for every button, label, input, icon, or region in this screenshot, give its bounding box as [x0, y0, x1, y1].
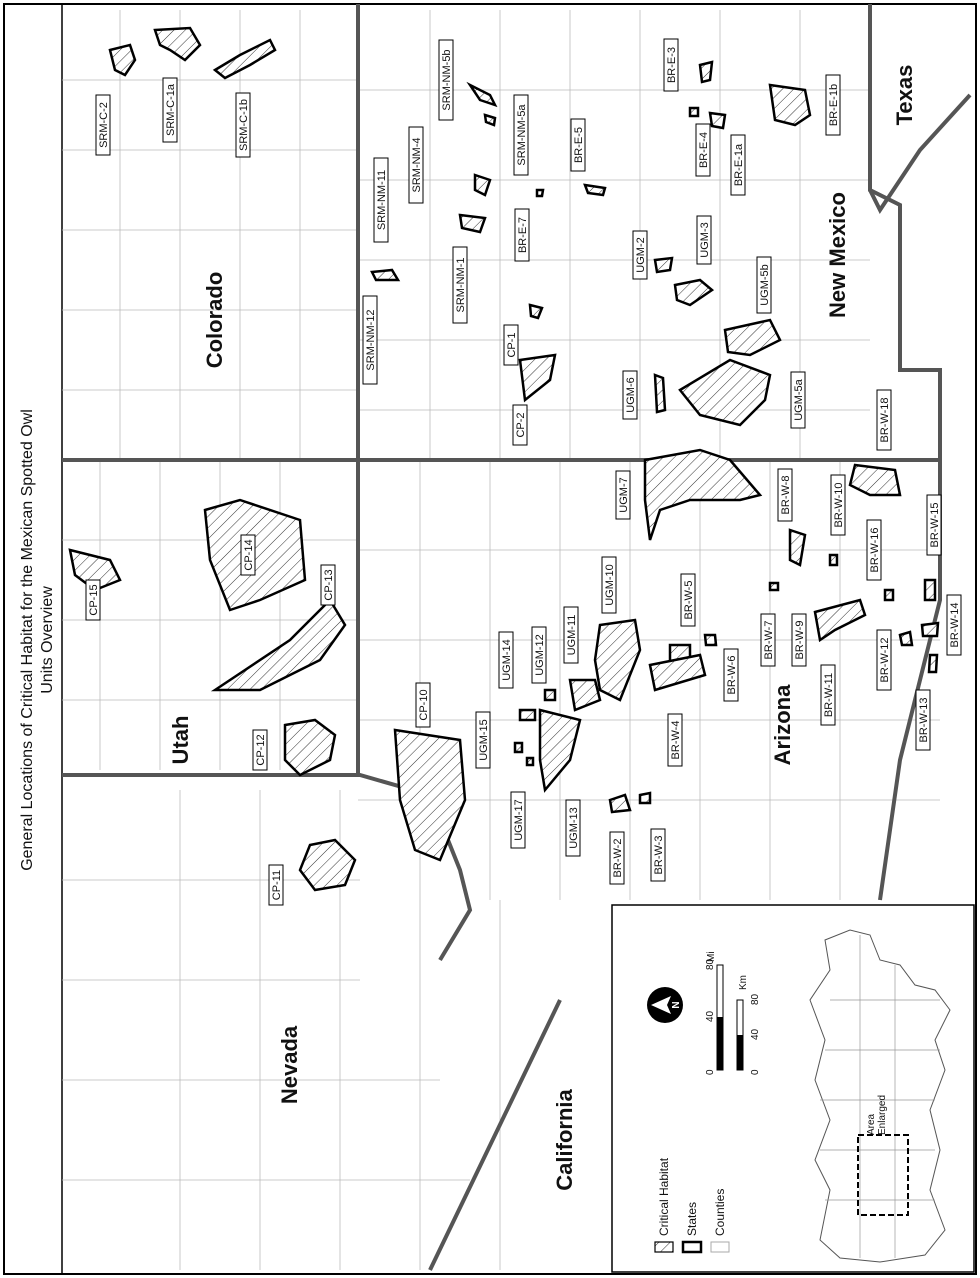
unit-label: BR-W-16: [869, 527, 881, 572]
unit-label: BR-W-6: [726, 656, 738, 695]
north-arrow-icon: N: [647, 987, 683, 1023]
county-lines: [62, 10, 940, 1270]
state-label-nevada: Nevada: [277, 1025, 302, 1104]
unit-label: SRM-C-2: [98, 102, 110, 148]
area-enlarged-box: [857, 1134, 909, 1216]
state-label-california: California: [552, 1089, 577, 1191]
svg-text:Area: Area: [866, 1113, 877, 1135]
unit-label: BR-W-15: [929, 502, 941, 547]
legend-critical-habitat-swatch: [654, 1241, 674, 1253]
state-label-arizona: Arizona: [770, 684, 795, 765]
unit-label: CP-10: [418, 689, 430, 720]
scale-bar-mi: Mi 0 40 80: [705, 951, 724, 1075]
unit-label: BR-E-7: [517, 217, 529, 253]
unit-label: SRM-C-1a: [165, 83, 177, 136]
unit-label: BR-W-18: [879, 397, 891, 442]
svg-text:0: 0: [750, 1069, 761, 1075]
svg-text:40: 40: [705, 1010, 716, 1022]
unit-label: UGM-2: [635, 237, 647, 272]
unit-label: SRM-NM-5a: [516, 104, 528, 166]
unit-label: UGM-7: [618, 477, 630, 512]
unit-label: SRM-NM-4: [411, 138, 423, 193]
unit-label: CP-12: [255, 734, 267, 765]
unit-labels: SRM-C-2 SRM-C-1a SRM-C-1b SRM-NM-5b SRM-…: [85, 38, 962, 906]
scale-bar-km: Km 0 40 80: [736, 975, 761, 1075]
unit-label: BR-W-11: [823, 673, 835, 717]
state-label-new-mexico: New Mexico: [825, 192, 850, 318]
unit-label: UGM-11: [566, 615, 578, 656]
page-title: General Locations of Critical Habitat fo…: [19, 409, 36, 871]
unit-label: UGM-12: [534, 634, 546, 676]
svg-text:Enlarged: Enlarged: [877, 1095, 888, 1135]
svg-text:Mi: Mi: [706, 951, 717, 962]
unit-label: SRM-C-1b: [238, 99, 250, 151]
svg-text:80: 80: [750, 993, 761, 1005]
legend-counties-swatch: [710, 1241, 730, 1253]
unit-label: SRM-NM-12: [365, 309, 377, 370]
unit-label: CP-1: [506, 332, 518, 357]
title-block: General Locations of Critical Habitat fo…: [19, 409, 56, 871]
unit-label: BR-W-12: [879, 637, 891, 682]
page-subtitle: Units Overview: [39, 586, 56, 694]
unit-label: SRM-NM-11: [376, 170, 388, 230]
unit-label: BR-E-3: [666, 47, 678, 83]
unit-label: UGM-5b: [759, 264, 771, 306]
unit-label: BR-E-4: [698, 132, 710, 168]
unit-label: BR-W-10: [833, 482, 845, 527]
unit-label: BR-W-3: [653, 836, 665, 875]
unit-label: BR-W-5: [683, 581, 695, 620]
unit-label: BR-W-13: [918, 697, 930, 742]
state-label-texas: Texas: [892, 65, 917, 126]
legend-states-swatch: [681, 1240, 703, 1254]
unit-label: BR-W-9: [794, 621, 806, 660]
state-names: Colorado Utah Nevada California Arizona …: [168, 65, 917, 1191]
unit-label: BR-W-4: [670, 721, 682, 760]
unit-label: UGM-3: [699, 222, 711, 257]
legend-critical-habitat-label: Critical Habitat: [657, 1157, 671, 1236]
unit-label: UGM-17: [513, 799, 525, 841]
unit-label: BR-E-1a: [733, 143, 745, 186]
unit-label: CP-2: [515, 412, 527, 437]
legend-states-label: States: [685, 1202, 699, 1236]
unit-label: CP-15: [88, 584, 100, 615]
unit-label: BR-E-5: [573, 127, 585, 163]
unit-label: SRM-NM-1: [455, 258, 467, 313]
unit-label: BR-W-7: [763, 621, 775, 660]
unit-label: UGM-15: [478, 719, 490, 761]
unit-label: UGM-13: [568, 807, 580, 849]
svg-text:80: 80: [705, 958, 716, 970]
state-boundaries: [62, 4, 972, 1271]
unit-label: CP-14: [243, 539, 255, 570]
legend-counties-label: Counties: [713, 1189, 727, 1236]
svg-text:0: 0: [705, 1069, 716, 1075]
unit-label: UGM-5a: [793, 378, 805, 420]
state-label-utah: Utah: [168, 716, 193, 765]
unit-label: BR-W-2: [612, 839, 624, 878]
state-label-colorado: Colorado: [202, 272, 227, 369]
unit-label: UGM-10: [604, 564, 616, 606]
habitat-polygons: [68, 26, 940, 892]
map-frame: [3, 3, 977, 1275]
svg-text:40: 40: [750, 1028, 761, 1040]
legend: Critical Habitat States Counties N Mi 0 …: [611, 904, 975, 1273]
unit-label: UGM-14: [501, 639, 513, 681]
unit-label: BR-E-1b: [828, 84, 840, 126]
unit-label: BR-W-14: [949, 602, 961, 647]
unit-label: CP-11: [271, 870, 283, 900]
unit-label: UGM-6: [625, 377, 637, 412]
inset-usa-map: Area Enlarged: [809, 929, 951, 1263]
unit-label: CP-13: [323, 569, 335, 600]
svg-text:N: N: [671, 1001, 682, 1008]
unit-label: SRM-NM-5b: [441, 49, 453, 110]
svg-text:Km: Km: [738, 975, 749, 990]
unit-label: BR-W-8: [780, 476, 792, 515]
